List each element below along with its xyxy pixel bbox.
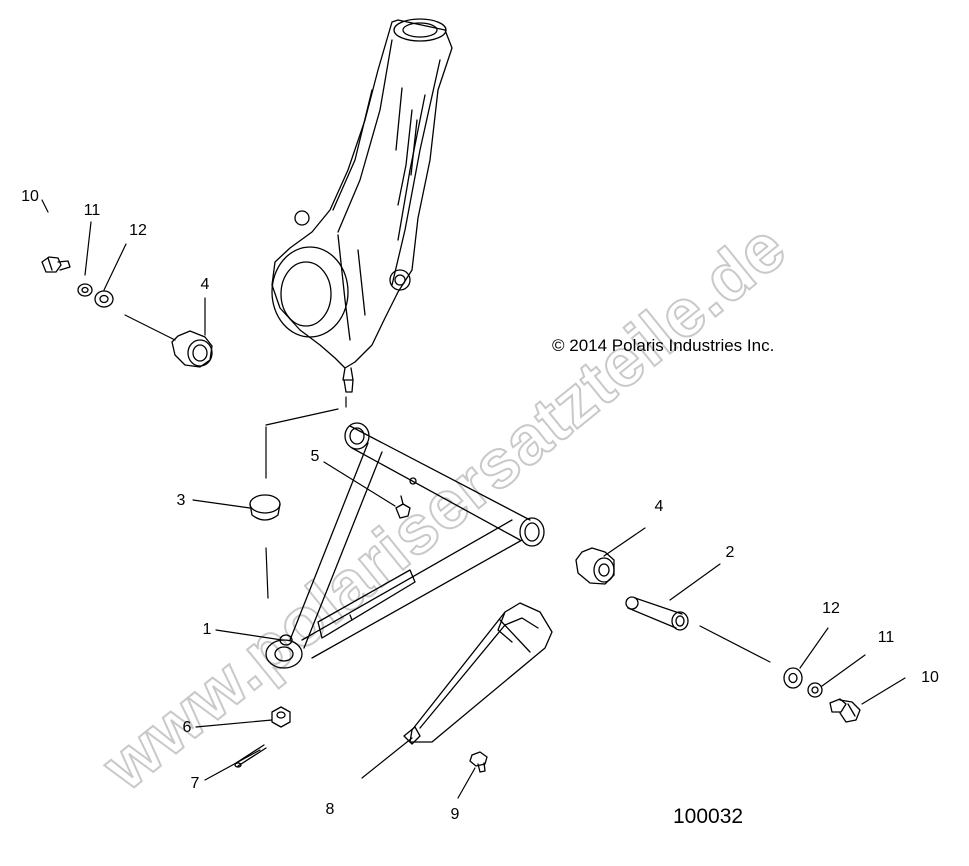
copyright-notice: © 2014 Polaris Industries Inc. (552, 336, 775, 355)
callout-12-upper-left: 12 (129, 222, 147, 239)
grease-fitting (395, 495, 411, 519)
leader-lines (41, 199, 906, 799)
bushing-right (575, 547, 615, 585)
bushing-upper-left (171, 330, 213, 368)
callout-3: 3 (176, 492, 186, 509)
callout-11-right: 11 (877, 629, 895, 646)
bolt-upper-left (41, 256, 71, 273)
callout-7: 7 (190, 775, 200, 792)
callout-10-right: 10 (921, 669, 939, 686)
guard (403, 602, 553, 745)
nut (271, 706, 291, 728)
callout-12-right: 12 (822, 600, 840, 617)
bolt-right (829, 698, 861, 723)
callout-4-upper-left: 4 (200, 276, 210, 293)
callout-2: 2 (725, 544, 735, 561)
small-bolt (469, 751, 488, 773)
drawing-number: 100032 (673, 805, 744, 828)
callout-5: 5 (310, 448, 320, 465)
callout-1: 1 (202, 621, 212, 638)
callout-8: 8 (325, 801, 335, 818)
cotter-pin (234, 744, 267, 768)
spacer-sleeve (625, 596, 689, 631)
washer-upper-left-12 (94, 290, 114, 308)
callout-9: 9 (450, 806, 460, 823)
a-arm (265, 422, 545, 669)
boot-cap (249, 494, 281, 521)
washer-upper-left-11 (77, 283, 93, 297)
washer-right-12 (783, 667, 803, 689)
callout-11-upper-left: 11 (83, 202, 101, 219)
washer-right-11 (807, 682, 823, 698)
callout-4-right: 4 (654, 498, 664, 515)
callout-6: 6 (182, 719, 192, 736)
callout-10-upper-left: 10 (21, 188, 39, 205)
steering-knuckle (271, 18, 453, 393)
